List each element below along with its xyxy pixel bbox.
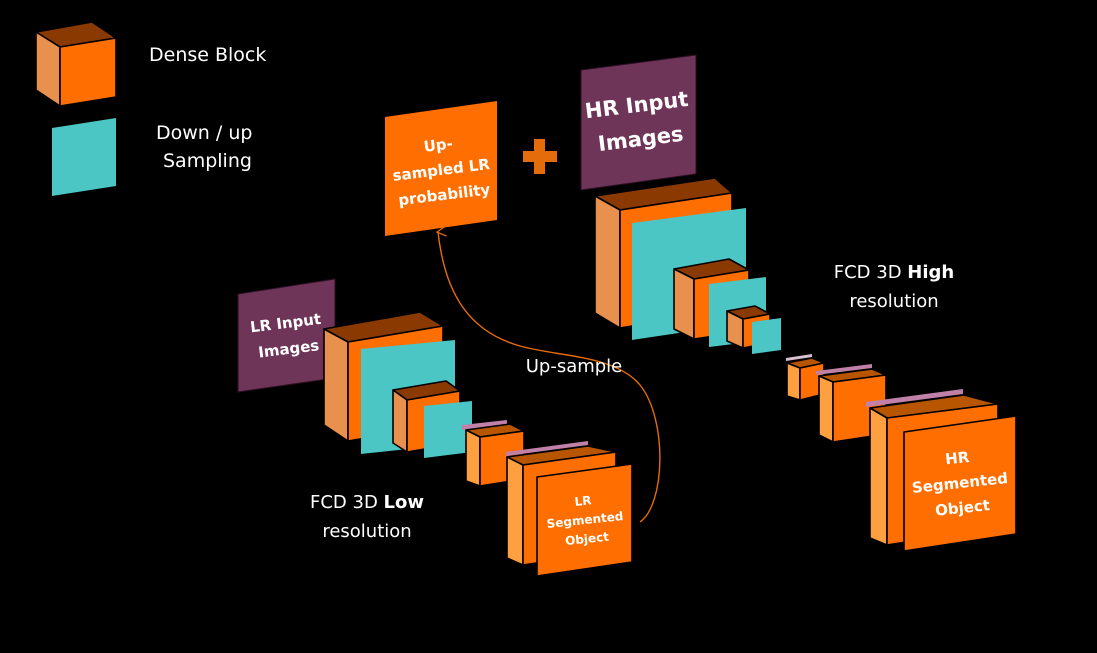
- lr-input-images-panel: LR Input Images: [237, 278, 336, 393]
- hr-caption-bold: High: [907, 262, 954, 283]
- upsampled-lr-probability-panel: Up- sampled LR probability: [385, 101, 497, 236]
- plus-icon: [523, 139, 557, 174]
- lr-caption-prefix: FCD 3D: [310, 492, 384, 513]
- lr-sampling-2: [424, 401, 472, 458]
- lr-output-label-line1: LR: [574, 493, 592, 509]
- lr-network-caption-line2: resolution: [322, 521, 411, 542]
- legend-sampling-label-line2: Sampling: [163, 150, 252, 172]
- hr-output-label-line3: Object: [934, 496, 990, 520]
- hr-network-caption-line2: resolution: [849, 291, 938, 312]
- hr-network-caption-line1: FCD 3D High: [834, 262, 954, 283]
- hr-output-label-line1: HR: [944, 448, 970, 468]
- low-res-network: LR Input Images: [237, 278, 633, 577]
- lr-caption-bold: Low: [384, 492, 424, 513]
- legend: Dense Block Down / up Sampling: [35, 21, 266, 196]
- lr-network-caption-line1: FCD 3D Low: [310, 492, 424, 513]
- legend-sampling-icon: [52, 118, 116, 196]
- lr-output-label-line3: Object: [564, 530, 609, 549]
- hr-caption-prefix: FCD 3D: [834, 262, 908, 283]
- hr-segmented-object-panel: HR Segmented Object: [903, 415, 1017, 552]
- legend-dense-block-label: Dense Block: [149, 44, 266, 66]
- legend-dense-block-icon: [35, 21, 117, 107]
- hr-input-images-panel: HR Input Images: [580, 54, 697, 191]
- lr-segmented-object-panel: LR Segmented Object: [536, 463, 633, 577]
- high-res-network: HR Input Images: [580, 54, 1017, 552]
- legend-sampling-label-line1: Down / up: [156, 122, 252, 144]
- upsampled-label-line1: Up-: [423, 134, 454, 155]
- upsample-arrow-label: Up-sample: [526, 356, 623, 377]
- hr-sampling-3: [752, 318, 781, 354]
- upsample-arrow: [438, 232, 661, 523]
